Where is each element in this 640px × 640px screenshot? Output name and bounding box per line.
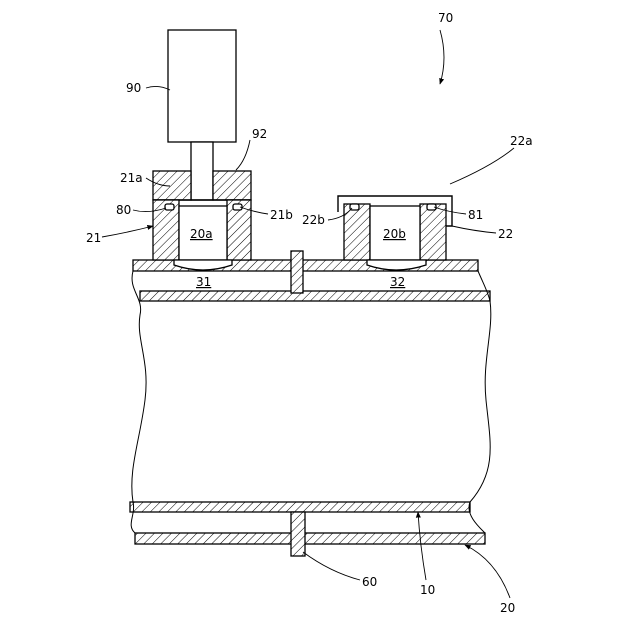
- inner-pipe-bottom-wall: [130, 502, 470, 512]
- label-70: 70: [438, 11, 453, 25]
- label-20a: 20a: [190, 227, 213, 241]
- label-31: 31: [196, 275, 211, 289]
- bolt: [291, 251, 303, 293]
- leader-lines: [102, 30, 514, 598]
- label-21a: 21a: [120, 171, 143, 185]
- left-break-line: [131, 271, 146, 533]
- label-21b: 21b: [270, 208, 293, 222]
- label-20: 20: [500, 601, 515, 615]
- label-81: 81: [468, 208, 483, 222]
- label-10: 10: [420, 583, 435, 597]
- shaft: [191, 142, 213, 200]
- mount-b-right-wall: [420, 204, 446, 260]
- label-22a: 22a: [510, 134, 533, 148]
- outer-pipe-bottom-wall: [135, 533, 485, 544]
- reference-labels: 70 90 92 21a 80 21 21b 20a 31 22a 22b 81…: [86, 11, 533, 615]
- label-90: 90: [126, 81, 141, 95]
- right-break-line: [469, 271, 491, 533]
- holder-left: [153, 171, 191, 200]
- seal-a-left: [165, 204, 174, 210]
- label-32: 32: [390, 275, 405, 289]
- label-22: 22: [498, 227, 513, 241]
- holder-right: [213, 171, 251, 200]
- bolt-lower: [291, 512, 305, 556]
- outer-pipe: [130, 260, 491, 544]
- inner-pipe-top-wall: [140, 291, 490, 301]
- label-22b: 22b: [302, 213, 325, 227]
- label-80: 80: [116, 203, 131, 217]
- label-21: 21: [86, 231, 101, 245]
- label-60: 60: [362, 575, 377, 589]
- label-20b: 20b: [383, 227, 406, 241]
- label-92: 92: [252, 127, 267, 141]
- actuator-box: [168, 30, 236, 142]
